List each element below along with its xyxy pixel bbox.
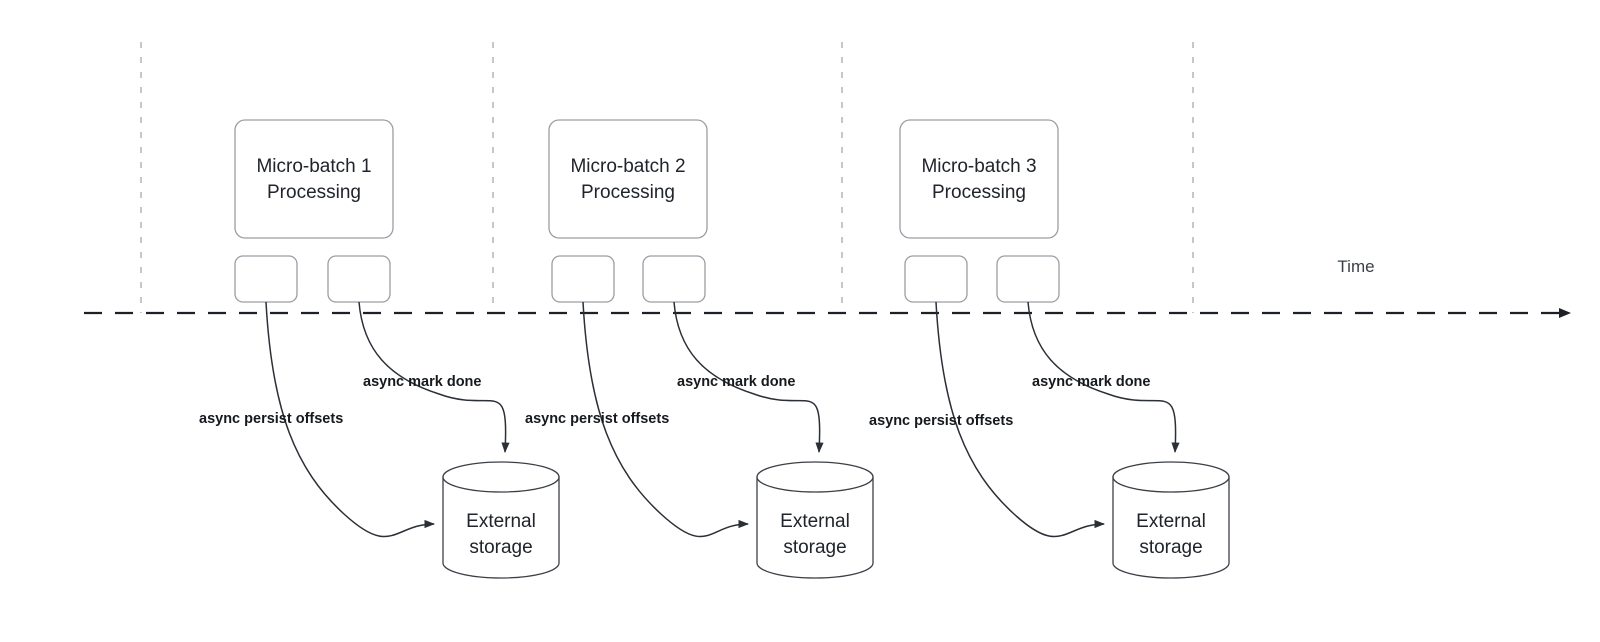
micro-batch-2-label-line2: Processing: [581, 182, 675, 203]
time-axis: Time: [84, 257, 1571, 318]
cylinder-top: [442, 461, 560, 493]
storage-label-line1: External: [466, 511, 536, 532]
micro-batch-2-edge-async-mark-done: [673, 301, 824, 453]
micro-batch-1-label-async-persist-offsets: async persist offsets: [199, 411, 343, 427]
storage-label-line1: External: [1136, 511, 1206, 532]
micro-batch-2-task-mark[interactable]: [642, 255, 706, 303]
micro-batch-1-label-line1: Micro-batch 1: [256, 156, 371, 177]
micro-batch-2-external-storage[interactable]: External storage: [756, 461, 874, 579]
cylinder-top: [756, 461, 874, 493]
cylinder-body: [442, 476, 560, 579]
storage-label-line2: storage: [783, 537, 846, 558]
micro-batch-1-edge-async-mark-done: [358, 301, 510, 453]
micro-batch-2-task-persist[interactable]: [551, 255, 615, 303]
micro-batch-1-label-async-mark-done: async mark done: [363, 374, 481, 390]
storage-label-line2: storage: [469, 537, 532, 558]
micro-batch-1-edge-async-persist-offsets: [265, 301, 435, 538]
micro-batch-3-edge-async-persist-offsets: [935, 301, 1105, 538]
micro-batch-1-label-line2: Processing: [267, 182, 361, 203]
micro-batch-2-label-line1: Micro-batch 2: [570, 156, 685, 177]
storage-label-line1: External: [780, 511, 850, 532]
micro-batch-1-box[interactable]: [234, 119, 394, 239]
micro-batch-3-task-persist[interactable]: [904, 255, 968, 303]
cylinder-body: [756, 476, 874, 579]
micro-batch-3-label-line1: Micro-batch 3: [921, 156, 1036, 177]
micro-batch-3-label-line2: Processing: [932, 182, 1026, 203]
batch-boundary-lines: [140, 42, 1194, 313]
micro-batch-3-edge-async-mark-done: [1027, 301, 1180, 453]
micro-batch-3-external-storage[interactable]: External storage: [1112, 461, 1230, 579]
micro-batch-3-box[interactable]: [899, 119, 1059, 239]
cylinder-top: [1112, 461, 1230, 493]
micro-batch-1-task-mark[interactable]: [327, 255, 391, 303]
storage-label-line2: storage: [1139, 537, 1202, 558]
micro-batch-2-box[interactable]: [548, 119, 708, 239]
micro-batch-3-task-mark[interactable]: [996, 255, 1060, 303]
micro-batch-1-task-persist[interactable]: [234, 255, 298, 303]
cylinder-body: [1112, 476, 1230, 579]
micro-batch-2-label-async-mark-done: async mark done: [677, 374, 795, 390]
micro-batch-3-label-async-mark-done: async mark done: [1032, 374, 1150, 390]
micro-batch-2-edge-async-persist-offsets: [582, 301, 749, 538]
time-axis-label: Time: [1337, 257, 1374, 276]
micro-batch-2-label-async-persist-offsets: async persist offsets: [525, 411, 669, 427]
micro-batch-1-external-storage[interactable]: External storage: [442, 461, 560, 579]
micro-batch-3-label-async-persist-offsets: async persist offsets: [869, 413, 1013, 429]
